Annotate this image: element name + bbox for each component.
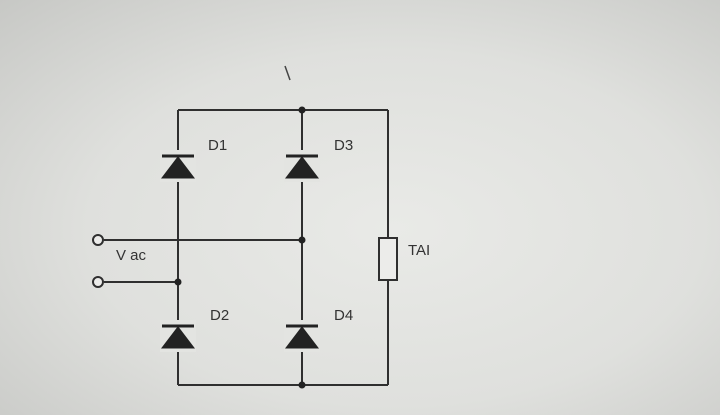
diode-d3 xyxy=(284,150,320,182)
diode-d4 xyxy=(284,320,320,352)
ac-terminal-2 xyxy=(92,276,104,288)
load-resistor xyxy=(378,237,398,281)
stray-mark xyxy=(284,65,291,81)
label-d4: D4 xyxy=(334,307,353,324)
diode-d2 xyxy=(160,320,196,352)
ac-terminal-1 xyxy=(92,234,104,246)
junction-node-bottom xyxy=(298,381,306,389)
label-load: TAI xyxy=(408,242,430,259)
label-source: V ac xyxy=(116,247,147,264)
junction-node-mid xyxy=(298,236,306,244)
label-d2: D2 xyxy=(210,307,229,324)
label-d1: D1 xyxy=(208,137,227,154)
junction-node-left xyxy=(174,278,182,286)
junction-node-top xyxy=(298,106,306,114)
diode-d1 xyxy=(160,150,196,182)
label-d3: D3 xyxy=(334,137,353,154)
